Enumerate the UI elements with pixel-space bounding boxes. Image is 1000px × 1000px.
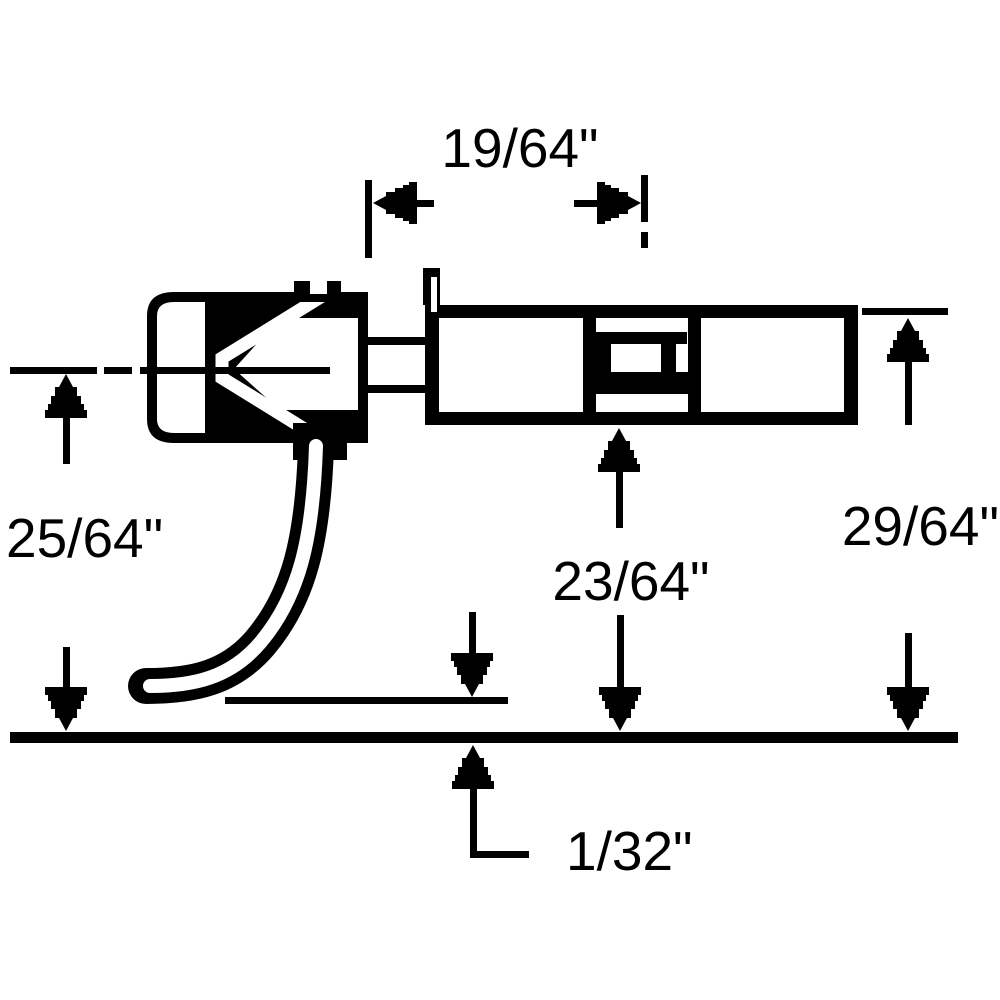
coupler-head xyxy=(140,277,368,460)
rail-line-bar xyxy=(10,732,958,743)
arrow-tail-right xyxy=(574,200,599,207)
down-arrow-tail xyxy=(469,612,476,655)
up-arrow-icon xyxy=(598,428,640,472)
leader-line xyxy=(470,851,529,858)
dimension-label-23-64: 23/64" xyxy=(552,550,709,612)
dimension-trip-pin-clearance: 1/32" xyxy=(225,612,693,882)
coupler-shank xyxy=(366,337,442,393)
extension-line-left xyxy=(365,180,372,258)
down-arrow-tail xyxy=(617,615,624,689)
dimension-label-29-64: 29/64" xyxy=(842,495,999,557)
rail-line xyxy=(10,732,958,743)
up-arrow-tail xyxy=(470,787,477,857)
left-arrow-icon xyxy=(373,182,417,224)
down-arrow-icon xyxy=(451,653,493,697)
centerline-dash-short xyxy=(104,367,132,374)
head-top-lug-notch xyxy=(310,277,327,294)
draft-gear-box xyxy=(423,268,858,425)
post-bottom-flange xyxy=(585,372,699,394)
head-cavity xyxy=(234,318,358,410)
trip-pin-outer xyxy=(128,428,334,704)
dimension-label-25-64: 25/64" xyxy=(6,507,163,569)
trip-pin xyxy=(128,428,334,704)
up-arrow-tail xyxy=(63,416,70,464)
extension-line-top xyxy=(862,308,948,315)
dimension-box-bottom-height: 23/64" xyxy=(552,428,710,731)
centerline-dash-long xyxy=(10,367,97,374)
down-arrow-tail xyxy=(905,633,912,689)
down-arrow-icon xyxy=(887,687,929,731)
right-arrow-icon xyxy=(597,182,641,224)
extension-line-right-dash xyxy=(641,232,648,248)
box-front-tab-slot xyxy=(431,277,437,312)
up-arrow-icon xyxy=(45,374,87,418)
extension-line-right xyxy=(641,175,648,222)
pin-bottom-reference-line xyxy=(225,697,508,704)
head-centerline xyxy=(140,367,330,374)
arrow-tail-left xyxy=(415,200,434,207)
post-top-flange xyxy=(585,332,687,344)
coupler-centerline xyxy=(10,367,132,374)
dimension-label-1-32: 1/32" xyxy=(566,820,693,882)
dimension-label-19-64: 19/64" xyxy=(441,117,598,179)
dimension-box-top-height: 29/64" xyxy=(842,308,999,731)
down-arrow-icon xyxy=(45,687,87,731)
centering-spring-post xyxy=(583,318,701,412)
trip-pin-bore xyxy=(143,439,323,693)
post-web-left xyxy=(596,344,611,374)
shank-top-edge xyxy=(366,337,442,345)
shank-bottom-edge xyxy=(366,385,442,393)
post-right-wall xyxy=(688,318,701,412)
dimension-head-to-post-width: 19/64" xyxy=(365,117,648,258)
up-arrow-tail xyxy=(616,470,623,528)
dimension-centerline-height: 25/64" xyxy=(6,374,163,731)
post-web-right xyxy=(661,344,676,374)
up-arrow-icon xyxy=(887,318,929,362)
up-arrow-icon xyxy=(452,745,494,789)
down-arrow-tail xyxy=(63,647,70,689)
down-arrow-icon xyxy=(599,687,641,731)
up-arrow-tail xyxy=(905,360,912,425)
drawing-root: 19/64" 25/64" 23/64" xyxy=(6,117,999,882)
